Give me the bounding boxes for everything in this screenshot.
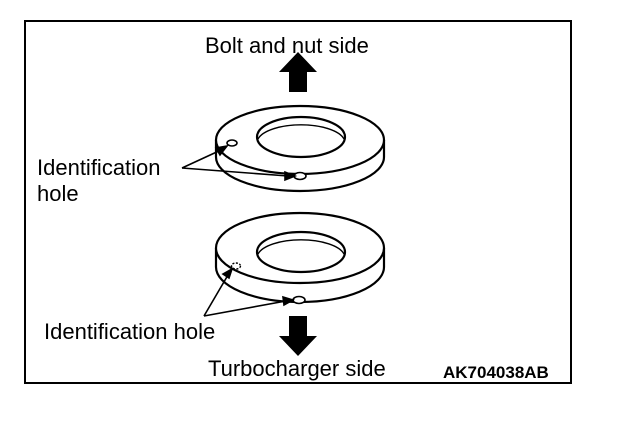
arrow-down-icon: [279, 316, 317, 356]
lower-identification-hole-2: [292, 295, 306, 305]
identification-hole-label-upper-line2: hole: [37, 181, 79, 206]
arrow-up-icon: [279, 52, 317, 92]
bottom-label: Turbocharger side: [208, 356, 386, 381]
upper-leader-lines: [181, 144, 298, 182]
lower-leader-lines: [203, 267, 296, 317]
upper-washer: [214, 104, 386, 193]
identification-hole-label-lower: Identification hole: [44, 319, 216, 344]
lower-washer: [214, 211, 386, 305]
lower-identification-hole-1: [230, 262, 242, 270]
upper-identification-hole-1: [226, 139, 238, 147]
identification-hole-label-upper-line1: Identification: [37, 155, 161, 180]
top-label: Bolt and nut side: [205, 33, 369, 58]
figure-code: AK704038AB: [443, 363, 549, 382]
